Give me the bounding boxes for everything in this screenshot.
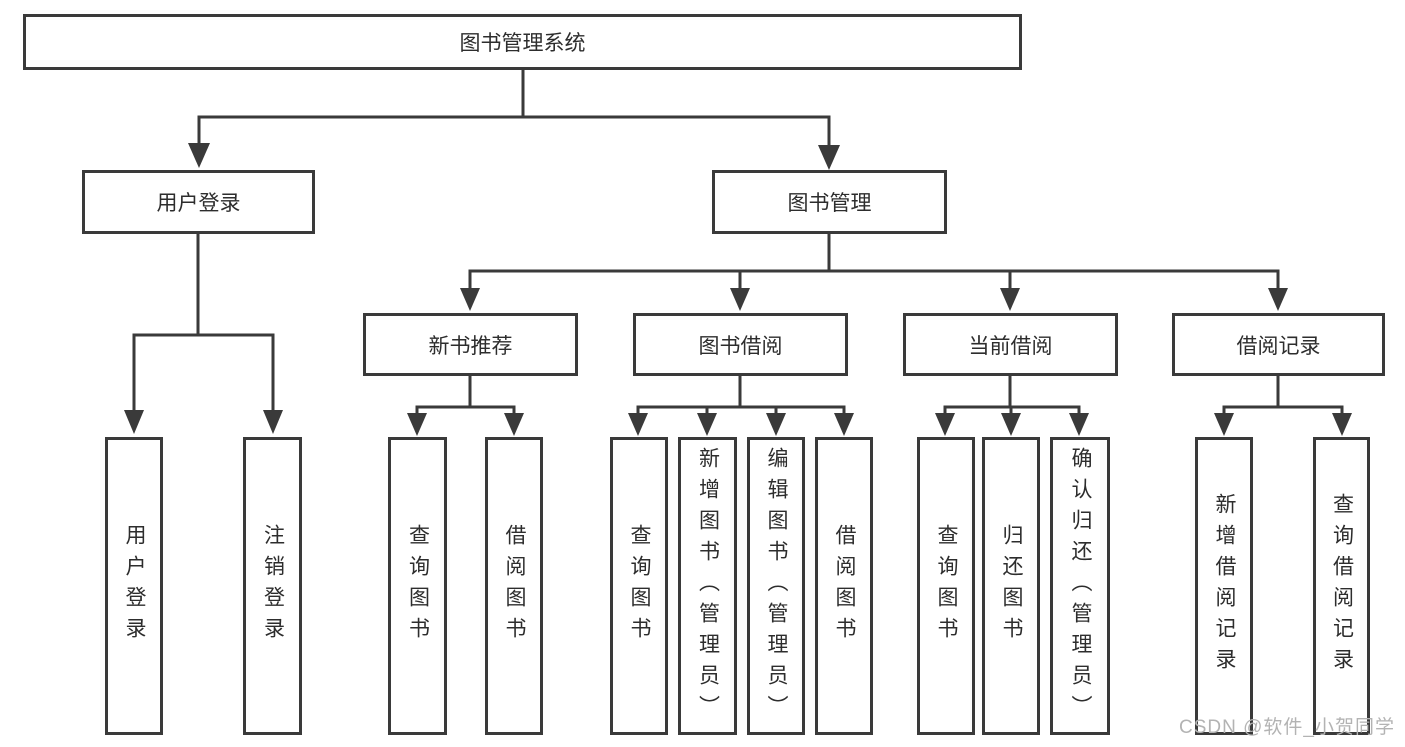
leaf-label: 查询图书 [935,524,959,648]
node-new-book-recommend-label: 新书推荐 [428,334,513,358]
leaf-label: 借阅图书 [503,524,527,648]
node-borrow-records: 借阅记录 [1172,313,1385,376]
csdn-watermark: CSDN @软件_小贺同学 [1179,717,1395,738]
leaf-return-books: 归还图书 [982,437,1040,735]
leaf-add-borrow-record: 新增借阅记录 [1195,437,1253,735]
node-borrow-records-label: 借阅记录 [1236,334,1321,358]
leaf-label: 编辑图书（管理员） [765,446,789,726]
leaf-add-books-admin: 新增图书（管理员） [678,437,737,735]
leaf-logout: 注销登录 [243,437,302,735]
node-root: 图书管理系统 [23,14,1022,70]
leaf-borrow-books-recommend: 借阅图书 [485,437,543,735]
leaf-edit-books-admin: 编辑图书（管理员） [747,437,805,735]
node-current-borrow: 当前借阅 [903,313,1118,376]
node-new-book-recommend: 新书推荐 [363,313,578,376]
leaf-label: 确认归还（管理员） [1069,446,1093,726]
node-book-management: 图书管理 [712,170,947,234]
leaf-borrow-books: 借阅图书 [815,437,873,735]
leaf-label: 查询图书 [406,524,430,648]
node-current-borrow-label: 当前借阅 [968,334,1053,358]
leaf-label: 查询借阅记录 [1330,493,1354,679]
node-book-borrow-label: 图书借阅 [698,334,783,358]
node-root-label: 图书管理系统 [459,32,586,55]
leaf-label: 新增借阅记录 [1213,493,1237,679]
leaf-query-borrow-record: 查询借阅记录 [1313,437,1370,735]
node-user-login-label: 用户登录 [156,192,241,215]
leaf-label: 归还图书 [1000,524,1024,648]
node-book-borrow: 图书借阅 [633,313,848,376]
leaf-label: 新增图书（管理员） [696,446,720,726]
leaf-query-books-borrow: 查询图书 [610,437,668,735]
leaf-label: 借阅图书 [833,524,857,648]
leaf-label: 注销登录 [261,524,285,648]
leaf-query-books-current: 查询图书 [917,437,975,735]
leaf-query-books-recommend: 查询图书 [388,437,447,735]
leaf-confirm-return-admin: 确认归还（管理员） [1050,437,1110,735]
leaf-user-login: 用户登录 [105,437,163,735]
node-user-login: 用户登录 [82,170,315,234]
node-book-management-label: 图书管理 [787,192,872,215]
leaf-label: 用户登录 [123,524,147,648]
leaf-label: 查询图书 [628,524,652,648]
